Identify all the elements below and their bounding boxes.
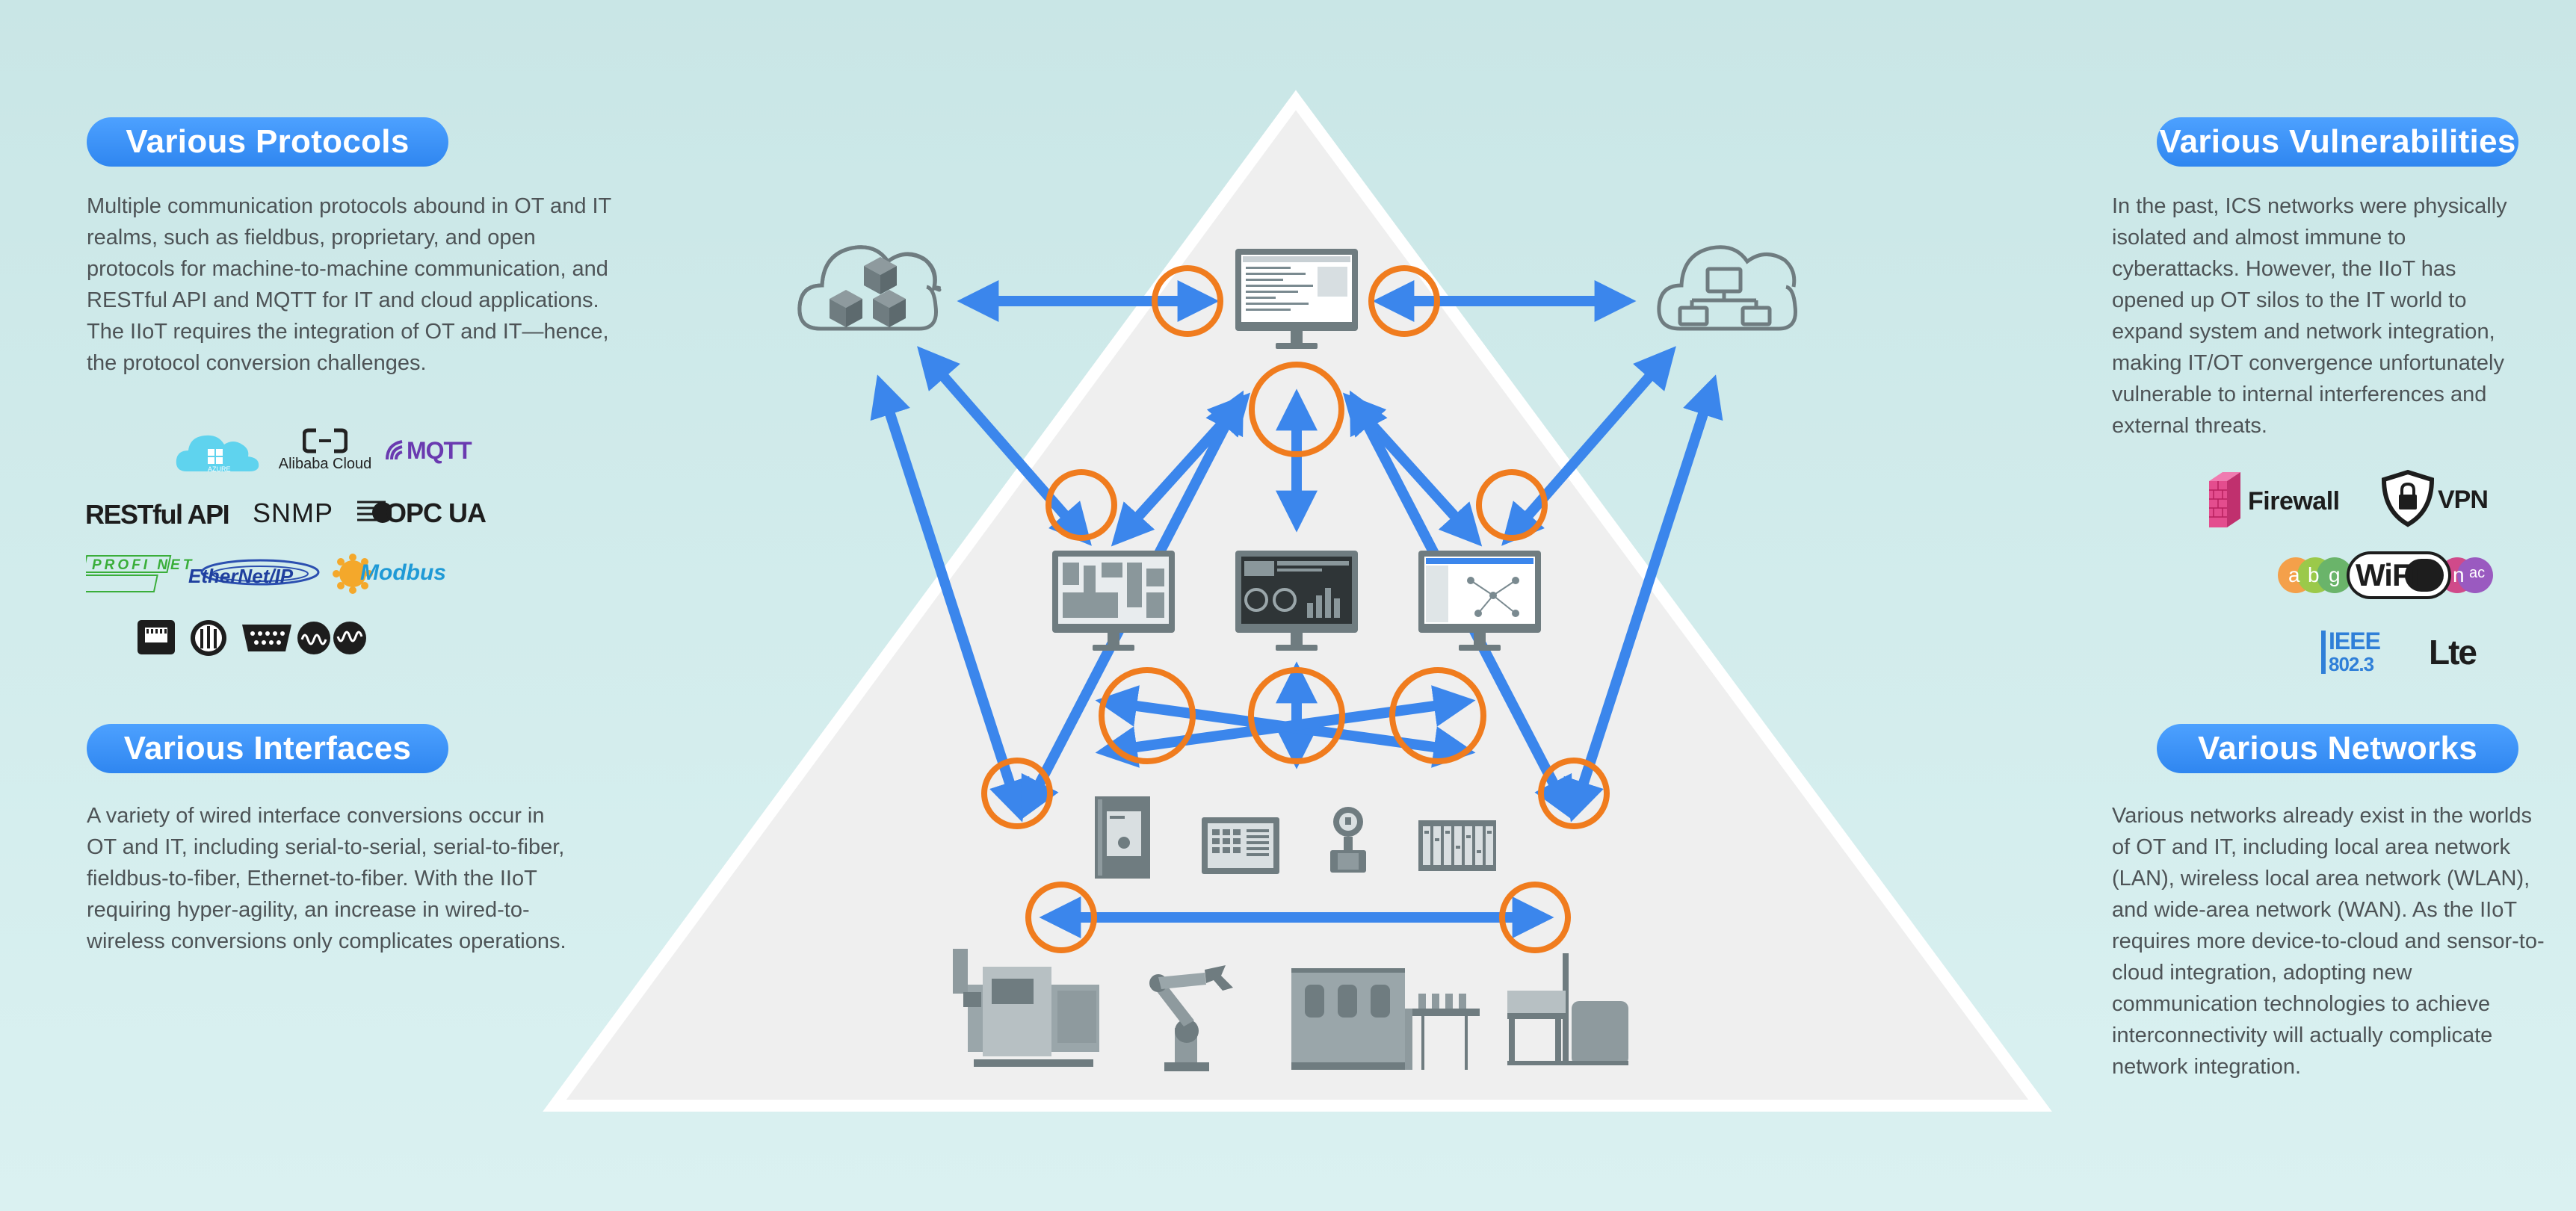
various-vulnerabilities-heading: Various Vulnerabilities bbox=[2157, 117, 2518, 167]
scada-monitor-left bbox=[1052, 551, 1175, 651]
networks-description: Various networks already exist in the wo… bbox=[2112, 804, 2545, 1079]
lte-logo: Lte bbox=[2429, 633, 2477, 672]
snmp-logo: SNMP bbox=[253, 498, 334, 528]
conversion-ring bbox=[1538, 758, 1610, 829]
modbus-logo: Modbus bbox=[330, 553, 472, 595]
interfaces-description: A variety of wired interface conversions… bbox=[87, 804, 566, 953]
vulnerabilities-description: In the past, ICS networks were physicall… bbox=[2112, 194, 2507, 438]
io-cabinet-icon bbox=[1095, 796, 1150, 879]
azure-logo: AZURE bbox=[173, 428, 263, 477]
alibaba-cloud-logo: Alibaba Cloud bbox=[277, 427, 374, 480]
restful-api-logo: RESTful API bbox=[85, 499, 230, 530]
conversion-ring bbox=[1248, 667, 1345, 764]
dashboard-monitor-center bbox=[1235, 551, 1358, 651]
conversion-ring bbox=[1249, 362, 1344, 457]
conversion-points bbox=[981, 265, 1610, 953]
db9-serial-port-icon bbox=[242, 625, 291, 651]
fiber-port-icon bbox=[191, 620, 226, 656]
ethernet-ip-logo: EtherNet/IP bbox=[185, 551, 320, 596]
conversion-ring bbox=[1045, 469, 1117, 541]
mqtt-logo: MQTT bbox=[386, 437, 483, 467]
cloud-network-icon bbox=[1657, 245, 1798, 331]
conversion-ring bbox=[1099, 667, 1196, 764]
rj45-port-icon bbox=[138, 620, 175, 654]
robot-arm-icon bbox=[1149, 965, 1233, 1071]
topology-monitor-right bbox=[1418, 551, 1541, 651]
conversion-ring bbox=[1368, 265, 1440, 337]
conversion-ring bbox=[1152, 265, 1223, 337]
various-protocols-heading: Various Protocols bbox=[87, 117, 448, 167]
fieldbus-wave-icon bbox=[297, 622, 366, 654]
plc-rack-icon bbox=[1418, 820, 1496, 871]
cube-cluster-icon bbox=[830, 257, 906, 327]
flow-meter-sensor-icon bbox=[1330, 807, 1366, 873]
conversion-ring bbox=[1499, 882, 1571, 953]
firewall-logo: Firewall bbox=[2206, 471, 2356, 530]
conversion-ring bbox=[1025, 882, 1097, 953]
packaging-machine-icon bbox=[1507, 953, 1628, 1065]
protocols-description: Multiple communication protocols abound … bbox=[87, 194, 611, 375]
hmi-panel-icon bbox=[1202, 817, 1279, 874]
conversion-ring bbox=[1476, 469, 1548, 541]
conversion-ring bbox=[1389, 667, 1486, 764]
opc-ua-logo: OPC UA bbox=[356, 498, 495, 529]
production-line-icon bbox=[1291, 968, 1480, 1070]
conversion-ring bbox=[981, 758, 1053, 829]
various-interfaces-heading: Various Interfaces bbox=[87, 724, 448, 773]
vpn-logo: VPN bbox=[2379, 469, 2499, 529]
ieee-802-3-logo: IEEE 802.3 bbox=[2321, 628, 2388, 677]
wifi-logo: a b g WiFi n ac bbox=[2278, 548, 2495, 602]
interface-connector-icons bbox=[136, 617, 375, 659]
various-networks-heading: Various Networks bbox=[2157, 724, 2518, 773]
it-monitor-top bbox=[1235, 249, 1358, 349]
cnc-machine-icon bbox=[953, 949, 1099, 1067]
